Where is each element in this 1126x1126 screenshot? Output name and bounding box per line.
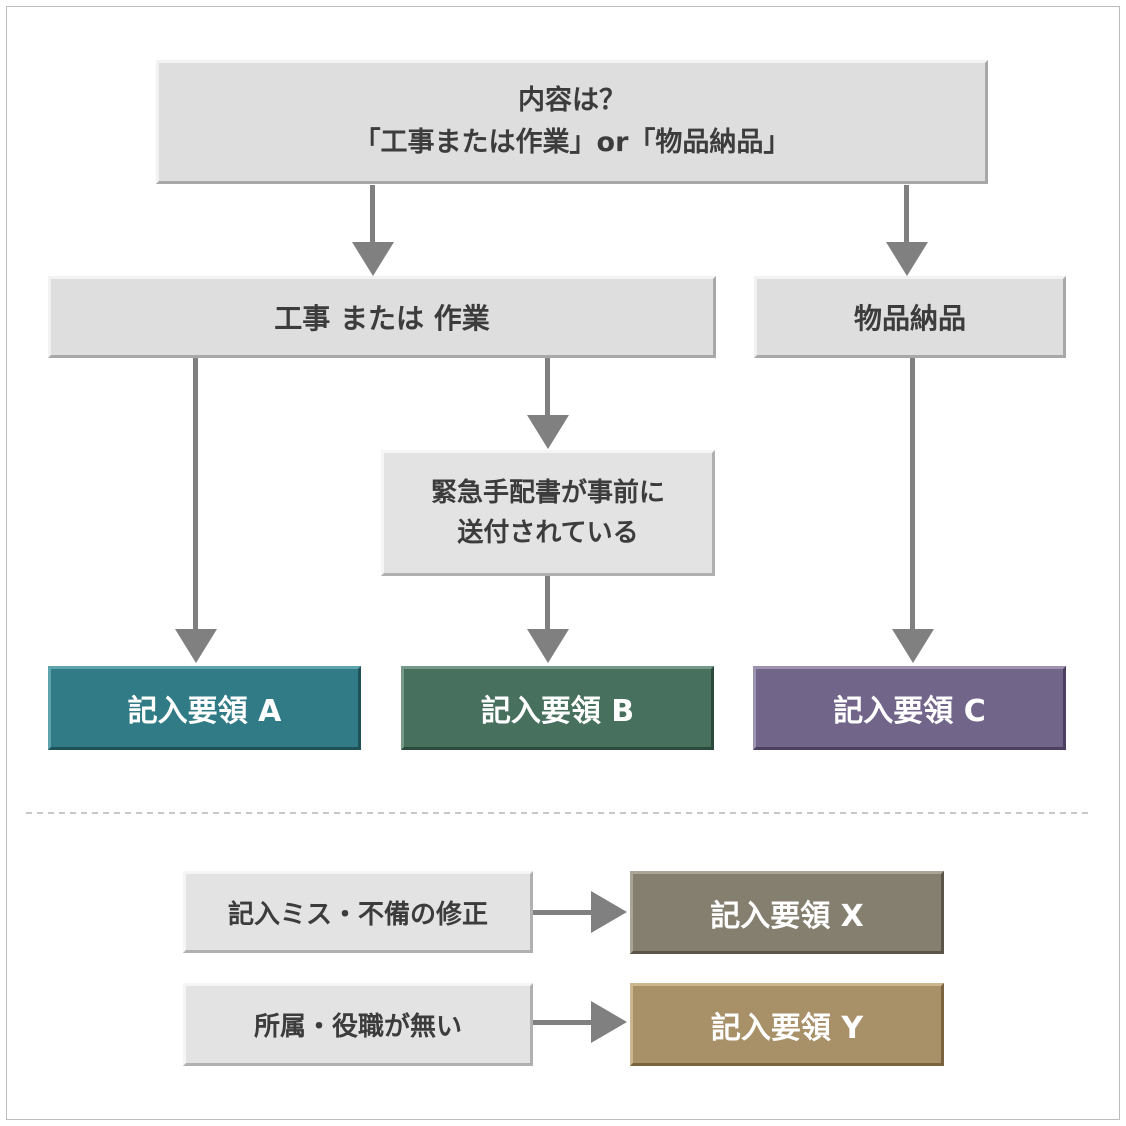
result-x-label: 記入要領 X (710, 898, 864, 934)
arrowhead-icon (527, 415, 569, 449)
condition-line-2: 送付されている (457, 518, 639, 548)
connector-line (193, 358, 198, 630)
result-y-box: 記入要領 Y (630, 983, 944, 1066)
connector-line (533, 1020, 593, 1025)
arrowhead-icon (886, 242, 928, 276)
result-a-label: 記入要領 A (127, 694, 282, 729)
connector-line (904, 185, 909, 243)
branch-goods-box: 物品納品 (754, 276, 1066, 358)
condition-box: 緊急手配書が事前に 送付されている (381, 450, 715, 576)
question-line-1: 内容は？ (518, 85, 626, 117)
arrowhead-icon (892, 629, 934, 663)
branch-goods-label: 物品納品 (853, 302, 966, 335)
result-b-label: 記入要領 B (480, 694, 635, 729)
result-c-box: 記入要領 C (753, 666, 1066, 750)
result-x-box: 記入要領 X (630, 871, 944, 954)
result-b-box: 記入要領 B (401, 666, 714, 750)
no-affiliation-box: 所属・役職が無い (183, 983, 533, 1066)
result-c-label: 記入要領 C (833, 694, 986, 729)
arrowhead-icon (591, 891, 627, 933)
question-box: 内容は？ 「工事または作業」or「物品納品」 (156, 60, 988, 184)
connector-line (545, 358, 550, 416)
condition-line-1: 緊急手配書が事前に (430, 477, 665, 508)
no-affiliation-label: 所属・役職が無い (253, 1012, 462, 1042)
result-a-box: 記入要領 A (48, 666, 361, 750)
branch-work-box: 工事 または 作業 (48, 276, 716, 358)
arrowhead-icon (527, 629, 569, 663)
connector-line (370, 185, 375, 243)
result-y-label: 記入要領 Y (710, 1010, 864, 1046)
connector-line (545, 576, 550, 630)
arrowhead-icon (352, 242, 394, 276)
fix-label: 記入ミス・不備の修正 (227, 899, 488, 930)
connector-line (533, 910, 593, 915)
connector-line (910, 358, 915, 630)
fix-box: 記入ミス・不備の修正 (183, 871, 533, 953)
arrowhead-icon (175, 629, 217, 663)
branch-work-label: 工事 または 作業 (274, 302, 490, 335)
arrowhead-icon (591, 1001, 627, 1043)
question-line-2: 「工事または作業」or「物品納品」 (353, 127, 791, 158)
